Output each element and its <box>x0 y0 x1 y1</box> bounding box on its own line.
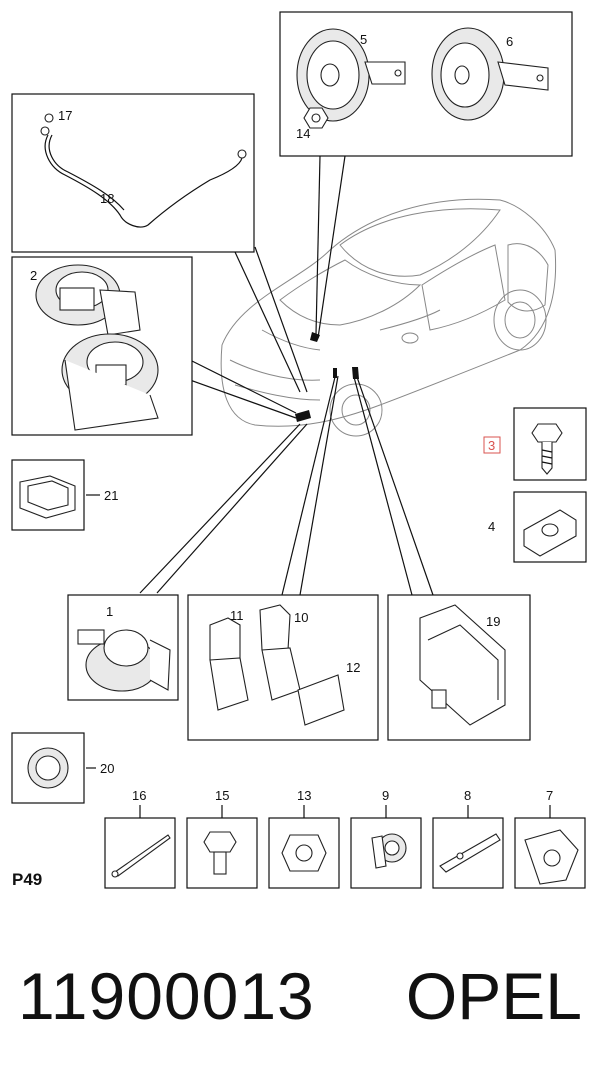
callout-11: 11 <box>230 608 244 623</box>
callout-10: 10 <box>294 610 308 625</box>
part-box-20 <box>11 732 96 804</box>
callout-19: 19 <box>486 614 500 629</box>
brand-name: OPEL <box>405 959 582 1033</box>
part-number: 11900013 <box>18 959 315 1033</box>
callout-14: 14 <box>296 126 310 141</box>
callout-labels: 5 6 14 17 18 2 21 3 4 1 11 10 12 19 20 1… <box>30 32 553 803</box>
callout-13: 13 <box>297 788 311 803</box>
callout-7: 7 <box>546 788 553 803</box>
leader-lines <box>139 155 434 596</box>
horn-box-5-6-14 <box>279 11 573 157</box>
module-box-19 <box>387 594 531 741</box>
callout-5: 5 <box>360 32 367 47</box>
callout-8: 8 <box>464 788 471 803</box>
callout-12: 12 <box>346 660 360 675</box>
part-box-3 <box>513 407 587 481</box>
callout-20: 20 <box>100 761 114 776</box>
callout-9: 9 <box>382 788 389 803</box>
callout-6: 6 <box>506 34 513 49</box>
horn-5 <box>296 28 406 122</box>
callout-18: 18 <box>100 191 114 206</box>
small-parts-row <box>104 805 586 889</box>
callout-3: 3 <box>488 438 495 453</box>
callout-17: 17 <box>58 108 72 123</box>
page-code: P49 <box>12 870 43 889</box>
part-box-13 <box>268 817 340 889</box>
connector-box-10-11-12 <box>187 594 379 741</box>
callout-21: 21 <box>104 488 118 503</box>
horn-assembly-box-2 <box>11 256 193 436</box>
callout-3-highlight <box>483 436 501 454</box>
horn-6 <box>431 27 549 121</box>
nut-14 <box>303 107 329 129</box>
callout-16: 16 <box>132 788 146 803</box>
callout-15: 15 <box>215 788 229 803</box>
cable-box-17-18 <box>11 93 255 253</box>
callout-4: 4 <box>488 519 495 534</box>
part-box-4 <box>513 491 587 563</box>
part-box-1 <box>67 594 179 701</box>
callout-2: 2 <box>30 268 37 283</box>
callout-1: 1 <box>106 604 113 619</box>
part-box-21 <box>11 459 100 531</box>
